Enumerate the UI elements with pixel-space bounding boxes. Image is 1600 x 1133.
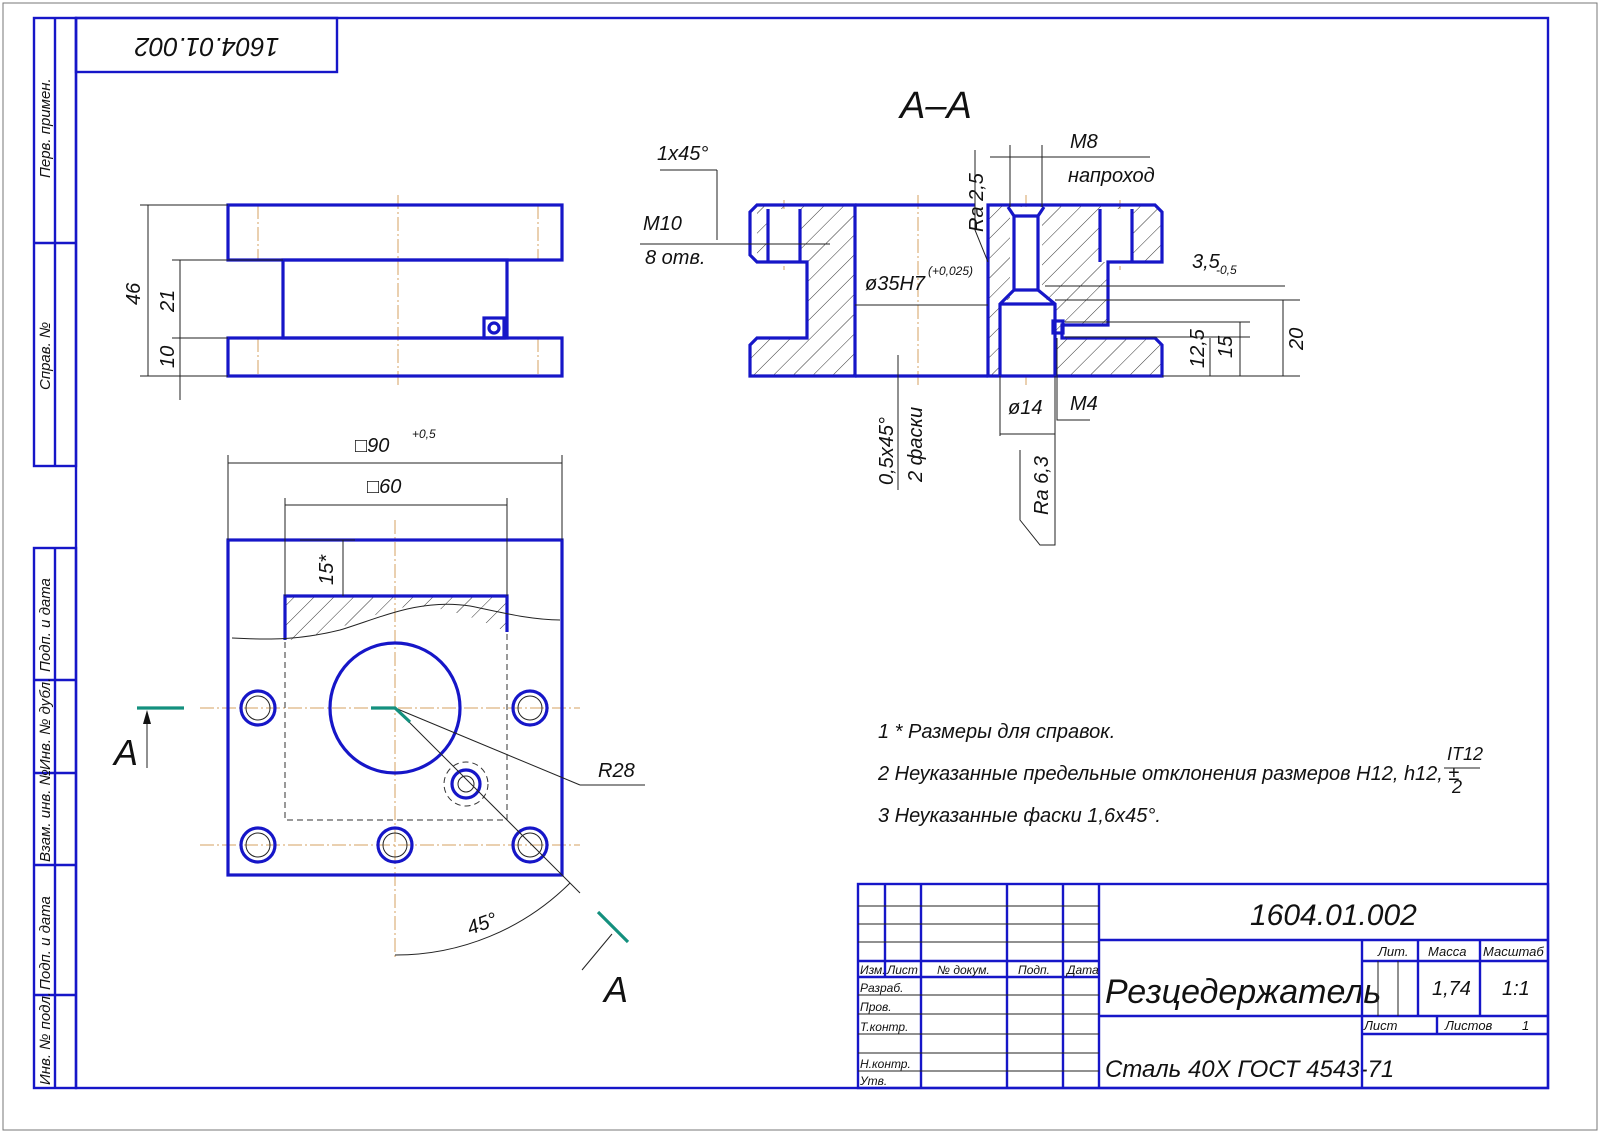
dim-21: 21 [157,290,179,313]
note-fraction-denominator: 2 [1451,777,1462,797]
top-code-rotated: 1604.01.002 [134,32,279,62]
scale-label: Масштаб [1483,944,1544,959]
role-razrab: Разраб. [860,981,903,995]
role-nkontr: Н.контр. [860,1057,911,1071]
header-doc: № докум. [937,963,990,977]
mass-value: 1,74 [1432,978,1471,1000]
side-stamp: Перв. примен. Справ. № Подп. и дата Инв.… [32,16,78,1090]
sheet-label: Лист [1363,1018,1398,1033]
angle-45: 45° [464,909,500,940]
material: Сталь 40Х ГОСТ 4543-71 [1105,1056,1394,1083]
roughness-ra-6-3: Ra 6,3 [1031,456,1053,515]
thread-m10: M10 [643,213,682,235]
scale-value: 1:1 [1502,978,1530,1000]
note-2: 2 Неуказанные предельные отклонения разм… [877,763,1459,785]
thread-m8-through: напроход [1068,165,1155,187]
role-utv: Утв. [859,1074,887,1088]
section-mark-right [596,910,630,944]
radius-r28: R28 [598,760,635,782]
dim-12-5: 12,5 [1187,328,1209,368]
plan-view: □90 +0,5 □60 15* R28 45° A A [112,427,645,1010]
dim-20: 20 [1286,328,1308,351]
role-prov: Пров. [860,1000,892,1014]
sheets-value: 1 [1522,1018,1529,1033]
stamp-label-inv-dubl: Инв. № дубл. [37,678,54,770]
section-title: A–A [898,85,972,127]
header-data: Дата [1065,963,1099,977]
stamp-label-podp-data-1: Подп. и дата [37,578,54,672]
section-label-right: A [602,969,628,1010]
thread-m10-count: 8 отв. [645,247,705,269]
title-block: Изм. Лист № докум. Подп. Дата Разраб. Пр… [856,882,1550,1090]
thread-m4: M4 [1070,393,1098,415]
bore-diameter: ø35H7 [865,273,926,295]
dim-46: 46 [123,282,145,305]
diameter-14: ø14 [1008,397,1042,419]
front-view: 46 21 10 [123,195,564,400]
stamp-label-perv-primen: Перв. примен. [37,78,54,178]
dim-10: 10 [157,346,179,368]
thread-m8: M8 [1070,131,1098,153]
stamp-label-inv-podl: Инв. № подл. [37,992,54,1085]
mass-label: Масса [1428,944,1466,959]
section-a-a: A–A 1x45° M10 8 отв. M8 [640,85,1308,546]
dim-square-90: □90 [355,435,389,457]
dim-3-5: 3,5 [1192,251,1221,273]
note-1: 1 * Размеры для справок. [878,721,1115,743]
header-podp: Подп. [1018,963,1050,977]
chamfer-1x45: 1x45° [657,143,708,165]
dim-15-ref: 15* [316,554,338,585]
sheets-label: Листов [1444,1018,1493,1033]
technical-notes: 1 * Размеры для справок. 2 Неуказанные п… [877,721,1483,827]
roughness-ra-2-5: Ra 2,5 [966,172,988,232]
designation: 1604.01.002 [1250,899,1417,932]
stamp-label-vzam-inv: Взам. инв. № [37,769,54,862]
header-list: Лист [886,963,918,977]
stamp-label-sprav: Справ. № [37,322,54,390]
lit-label: Лит. [1377,944,1408,959]
bore-tolerance: (+0,025) [928,264,973,278]
dim-square-60: □60 [367,476,401,498]
dim-3-5-tolerance: -0,5 [1216,263,1237,277]
part-name: Резцедержатель [1105,973,1381,1011]
role-tkontr: Т.контр. [860,1020,908,1034]
note-fraction-numerator: IT12 [1447,744,1483,764]
chamfer-0-5x45: 0,5x45° [876,417,898,485]
stamp-label-podp-data-2: Подп. и дата [37,896,54,990]
top-code-box [74,16,339,74]
dim-15: 15 [1215,335,1237,358]
section-label-left: A [112,732,138,773]
header-izm: Изм. [860,963,886,977]
note-3: 3 Неуказанные фаски 1,6x45°. [878,805,1161,827]
chamfer-count: 2 фаски [905,407,927,483]
dim-square-90-tolerance: +0,5 [412,427,436,441]
